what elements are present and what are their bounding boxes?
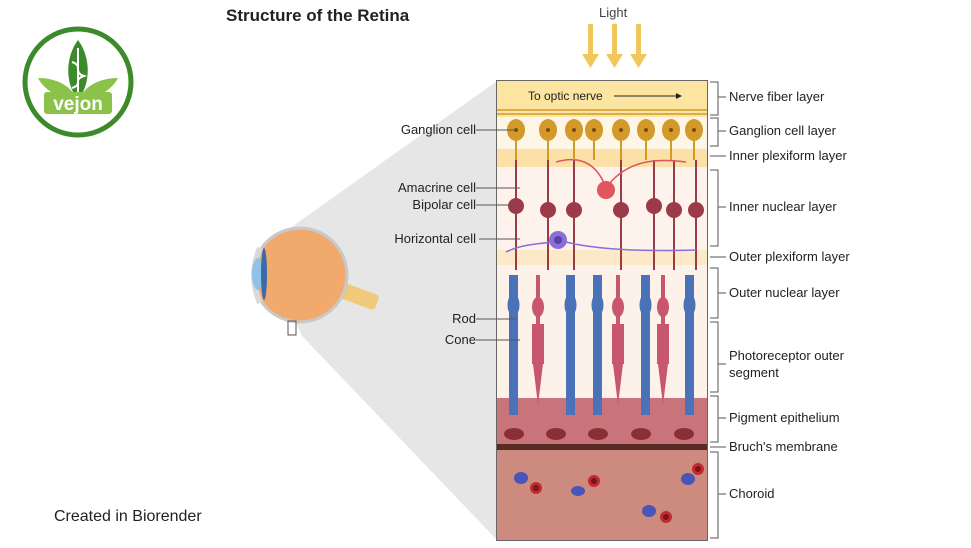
layer-choroid: Choroid: [729, 486, 775, 501]
logo-text: vejon: [53, 94, 103, 115]
light-label: Light: [599, 5, 628, 20]
label-rod: Rod: [452, 311, 476, 326]
layer-inner-plexiform: Inner plexiform layer: [729, 148, 847, 163]
light-arrows: [582, 24, 647, 68]
layer-nerve-fiber: Nerve fiber layer: [729, 89, 825, 104]
layer-pigment-epithelium: Pigment epithelium: [729, 410, 840, 425]
label-amacrine-cell: Amacrine cell: [397, 180, 476, 195]
layer-outer-nuclear: Outer nuclear layer: [729, 285, 840, 300]
photoreceptors: [507, 275, 696, 415]
optic-nerve-label: To optic nerve: [528, 89, 603, 103]
layer-brackets: [710, 81, 726, 539]
diagram-title: Structure of the Retina: [226, 6, 410, 25]
layer-inner-nuclear: Inner nuclear layer: [729, 199, 837, 214]
retina-panel: To optic nerve: [496, 80, 708, 541]
eye-illustration: [251, 81, 497, 540]
label-horizontal-cell: Horizontal cell: [394, 231, 476, 246]
layer-photoreceptor-outer-segment: Photoreceptor outer segment: [729, 348, 844, 380]
vejon-logo: vejon: [20, 26, 136, 138]
label-ganglion-cell: Ganglion cell: [400, 122, 476, 137]
credit-text: Created in Biorender: [54, 508, 202, 525]
label-cone: Cone: [444, 332, 476, 347]
layer-outer-plexiform: Outer plexiform layer: [729, 249, 850, 264]
left-label-lines: [476, 129, 520, 341]
label-bipolar-cell: Bipolar cell: [412, 197, 476, 212]
layer-ganglion-cell: Ganglion cell layer: [729, 123, 836, 138]
layer-bruchs-membrane: Bruch's membrane: [729, 439, 838, 454]
